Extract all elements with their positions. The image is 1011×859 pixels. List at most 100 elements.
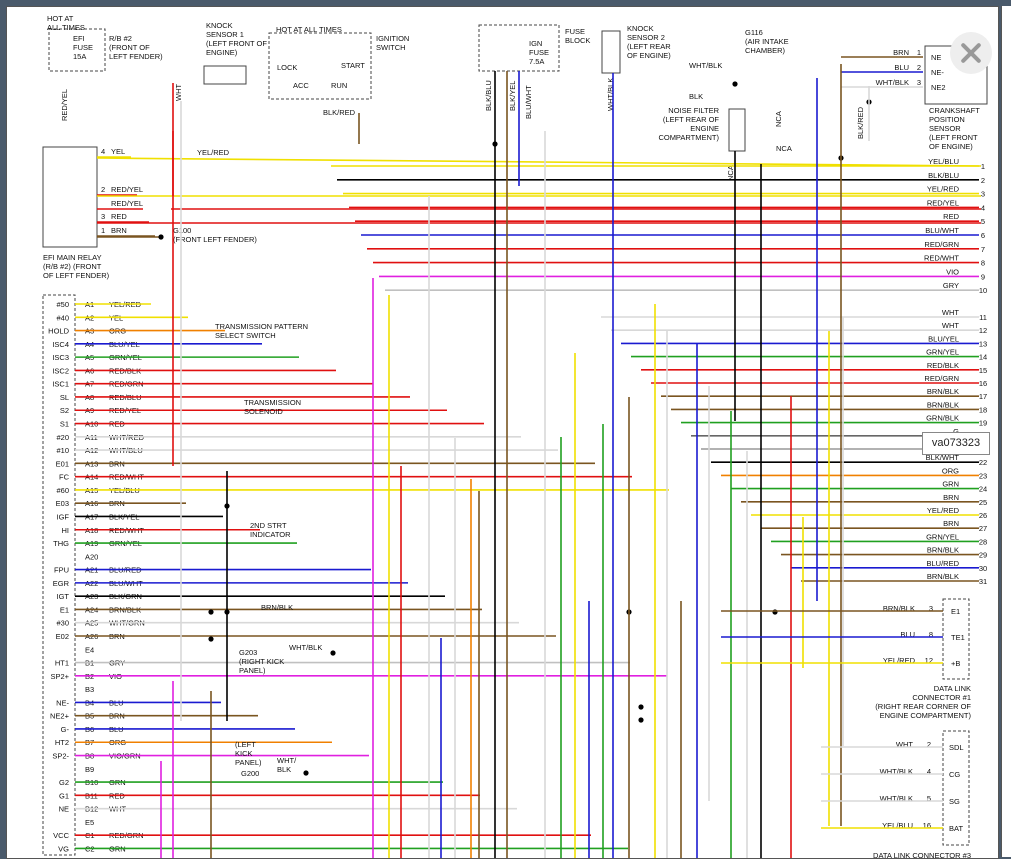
ecm-signal-name: ISC4 xyxy=(52,340,69,349)
ckp-pin-name: NE xyxy=(931,53,941,62)
ecm-signal-name: #50 xyxy=(56,300,69,309)
dlc3-box xyxy=(942,730,970,846)
adjacent-pane xyxy=(1001,6,1011,857)
ecm-signal-name: G1 xyxy=(59,791,69,800)
dlc1-pin-number: 12 xyxy=(925,656,933,665)
ecm-signal-name: HOLD xyxy=(48,327,69,336)
ecm-signal-name: NE- xyxy=(56,698,69,707)
right-wire-label: RED xyxy=(943,212,959,221)
ecm-signal-name: SP2+ xyxy=(50,672,69,681)
right-wire-number: 17 xyxy=(979,392,987,401)
right-wire-number: 1 xyxy=(981,162,985,171)
wire-color-label: NCA xyxy=(776,144,792,153)
right-wire-number: 14 xyxy=(979,353,987,362)
right-wire-label: GRN xyxy=(942,480,959,489)
dlc1-pin-name: +B xyxy=(951,659,960,668)
ecm-signal-name: HT1 xyxy=(55,659,69,668)
ecm-signal-name: SP2- xyxy=(52,752,69,761)
dlc3-title: DATA LINK CONNECTOR #3 xyxy=(873,851,971,858)
ecm-signal-name: #30 xyxy=(56,619,69,628)
right-wire-label: GRN/YEL xyxy=(926,348,959,357)
ecm-connector-box xyxy=(42,294,76,856)
ecm-signal-name: SL xyxy=(60,393,69,402)
ecm-pin-id: E5 xyxy=(85,818,94,827)
wire-color-label: BLK/RED xyxy=(323,108,356,117)
ecm-pin-id: E4 xyxy=(85,645,94,654)
right-wire-label: YEL/BLU xyxy=(928,157,959,166)
ecm-pin-id: A20 xyxy=(85,552,98,561)
right-wire-number: 25 xyxy=(979,498,987,507)
right-wire-label: BRN/BLK xyxy=(927,546,959,555)
wire-color-label: RED/YEL xyxy=(60,89,69,121)
wire-color-label: BLK/YEL xyxy=(508,81,517,111)
acc-label: ACC xyxy=(293,81,309,90)
wire-color-label: WHT xyxy=(174,84,183,101)
dlc1-pin-number: 3 xyxy=(929,604,933,613)
relay-pin-number: 4 xyxy=(101,147,105,156)
relay-pin-number: 1 xyxy=(101,226,105,235)
splice-dot xyxy=(303,770,309,776)
ecm-signal-name: NE2+ xyxy=(50,712,70,721)
right-wire-number: 10 xyxy=(979,286,987,295)
ecm-signal-name: S1 xyxy=(60,420,69,429)
relay-wire-label: RED/YEL xyxy=(111,199,143,208)
ckp-wire-label: BRN xyxy=(893,48,909,57)
right-wire-label: BLK/BLU xyxy=(928,171,959,180)
right-wire-label: RED/WHT xyxy=(924,254,959,263)
lock-label: LOCK xyxy=(277,63,297,72)
g100-label: G100(FRONT LEFT FENDER) xyxy=(173,226,257,244)
g200-label: G200 xyxy=(241,769,259,778)
dlc3-wire-label: WHT xyxy=(896,740,913,749)
right-wire-label: BLK/WHT xyxy=(926,453,960,462)
right-wire-number: 6 xyxy=(981,231,985,240)
right-wire-number: 28 xyxy=(979,537,987,546)
right-wire-number: 13 xyxy=(979,339,987,348)
noise-filter-body xyxy=(728,108,746,152)
relay-pin-number: 3 xyxy=(101,212,105,221)
dlc1-box xyxy=(942,598,970,680)
right-wire-number: 15 xyxy=(979,366,987,375)
wire-color-label: BLK/BLU xyxy=(484,80,493,111)
right-wire-number: 24 xyxy=(979,485,987,494)
close-button[interactable] xyxy=(950,32,992,74)
wire-color-label: NCA xyxy=(774,111,783,127)
right-wire-label: RED/GRN xyxy=(924,374,959,383)
dlc1-pin-number: 8 xyxy=(929,630,933,639)
ignition-switch-box xyxy=(268,32,372,100)
diagram-id-tooltip: va073323 xyxy=(922,432,990,455)
whtblk-label-2: WHT/BLK xyxy=(277,756,297,774)
ecm-signal-name: ISC2 xyxy=(52,366,69,375)
right-wire-number: 12 xyxy=(979,326,987,335)
right-wire-number: 19 xyxy=(979,419,987,428)
right-wire-label: BLU/RED xyxy=(926,559,959,568)
right-wire-label: BLU/WHT xyxy=(925,226,959,235)
wire-color-label: WHT/BLK xyxy=(689,61,722,70)
ecm-signal-name: G- xyxy=(61,725,70,734)
right-wire-number: 23 xyxy=(979,471,987,480)
ecm-signal-name: ISC3 xyxy=(52,353,69,362)
dlc3-pin-number: 16 xyxy=(923,821,931,830)
splice-dot xyxy=(330,650,336,656)
splice-dot xyxy=(732,81,738,87)
right-wire-label: BRN/BLK xyxy=(927,387,959,396)
splice-dot xyxy=(158,234,164,240)
right-wire-label: GRY xyxy=(943,281,959,290)
ecm-signal-name: S2 xyxy=(60,406,69,415)
dlc3-pin-number: 4 xyxy=(927,767,931,776)
right-wire-number: 29 xyxy=(979,551,987,560)
ecm-signal-name: EGR xyxy=(53,579,70,588)
ecm-signal-name: HT2 xyxy=(55,738,69,747)
right-wire-number: 7 xyxy=(981,245,985,254)
right-wire-label: BRN/BLK xyxy=(927,572,959,581)
right-wire-label: RED/YEL xyxy=(927,198,959,207)
right-wire-number: 11 xyxy=(979,313,987,322)
